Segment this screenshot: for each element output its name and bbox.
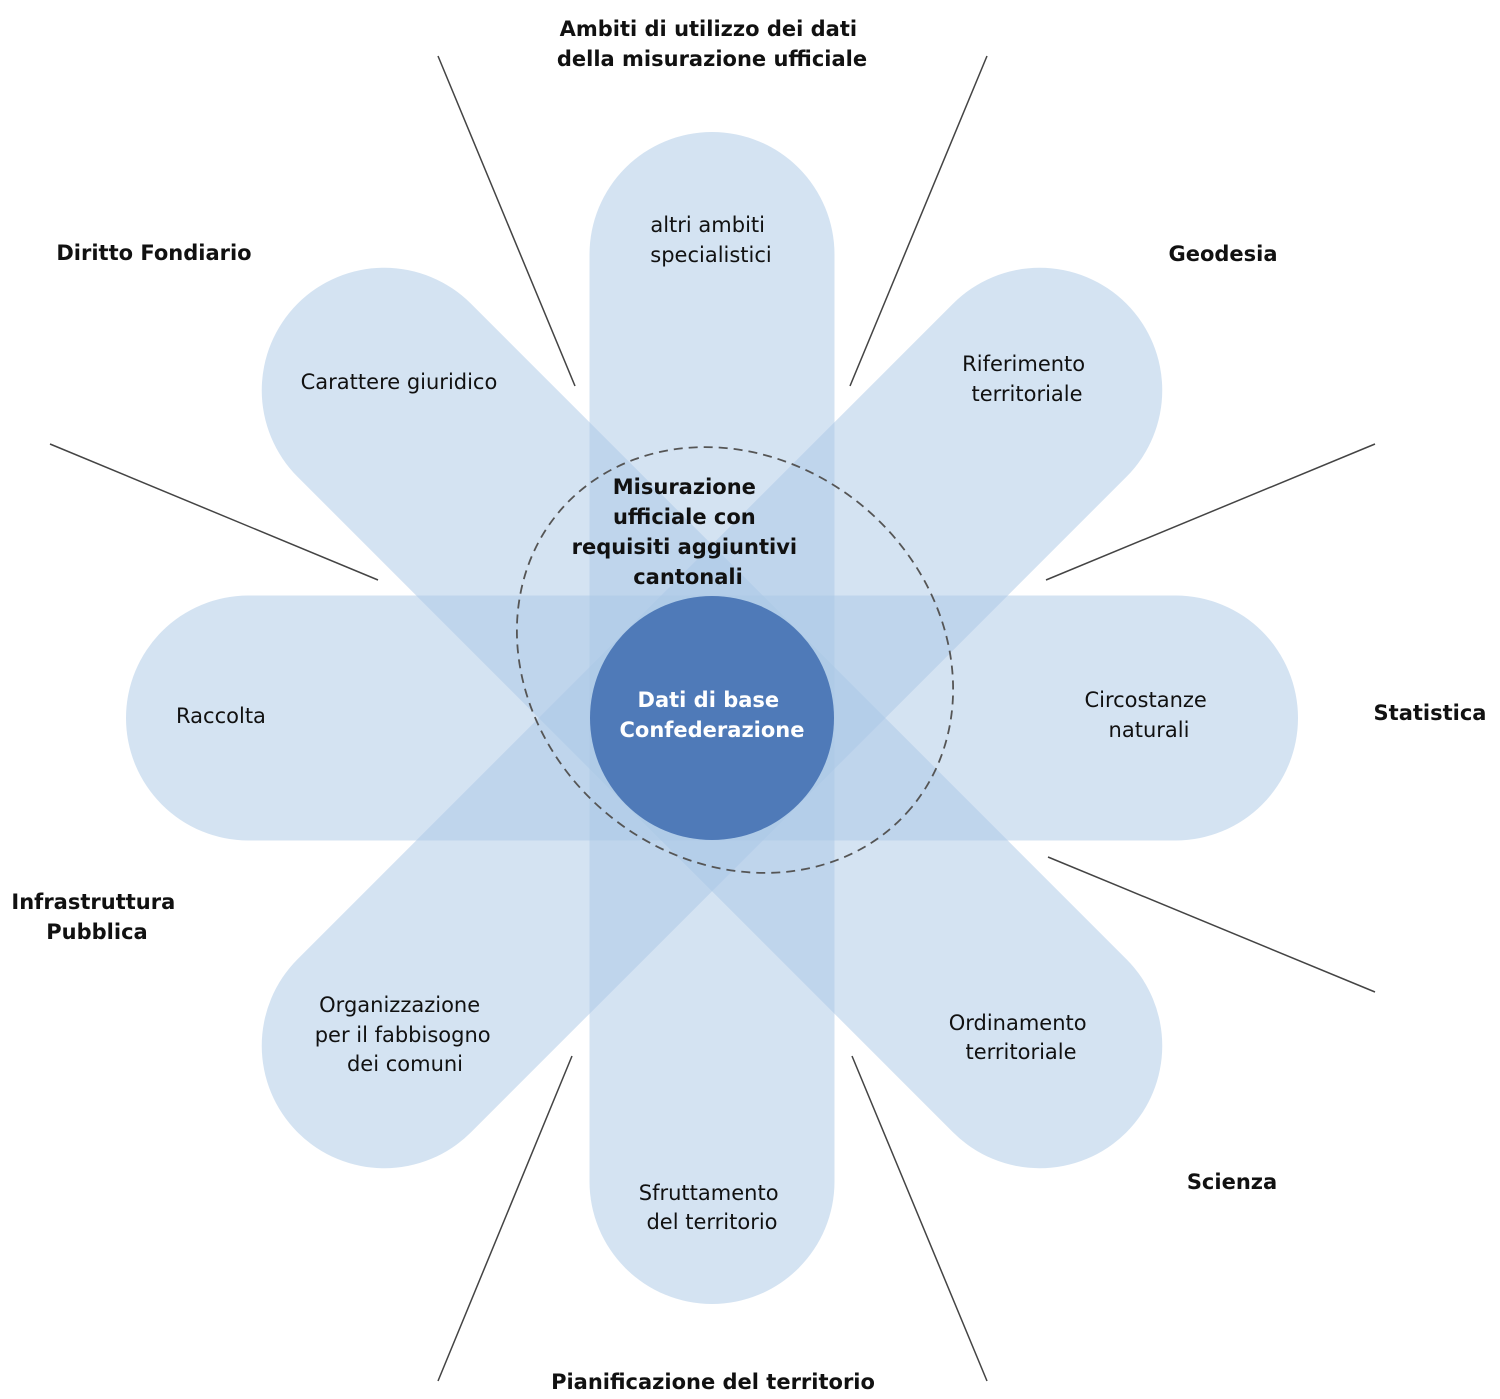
- divider-lines: [49, 55, 1376, 1382]
- domain-label-geodesia: Geodesia: [1168, 242, 1277, 266]
- domain-label-line: Statistica: [1374, 701, 1487, 725]
- petal-label-line: Riferimento: [962, 352, 1085, 376]
- petal-label-line: specialistici: [650, 243, 772, 267]
- domain-label-line: Diritto Fondiario: [56, 241, 251, 265]
- cantonal-label-line: Misurazione: [613, 475, 756, 499]
- core-circle: [590, 596, 834, 840]
- petal-label-line: Organizzazione: [319, 993, 480, 1017]
- core-label-line: Dati di base: [638, 688, 780, 712]
- cantonal-extension-ellipse: [515, 446, 955, 874]
- core-label: Dati di base Confederazione: [619, 688, 804, 742]
- domain-label-line: Scienza: [1187, 1170, 1277, 1194]
- title-line: della misurazione ufficiale: [557, 47, 867, 71]
- petal-label-line: Ordinamento: [949, 1011, 1087, 1035]
- divider-line: [1047, 856, 1376, 993]
- petal-label-line: dei comuni: [347, 1052, 463, 1076]
- domain-label-infrastruttura: Infrastruttura Pubblica: [11, 890, 182, 944]
- domain-label-scienza: Scienza: [1187, 1170, 1277, 1194]
- divider-line: [49, 443, 379, 581]
- cantonal-label-line: requisiti aggiuntivi: [572, 535, 797, 559]
- divider-line: [437, 55, 576, 387]
- domain-label-statistica: Statistica: [1374, 701, 1487, 725]
- petal-label-line: territoriale: [965, 1040, 1076, 1064]
- divider-line: [851, 1055, 988, 1382]
- petal-label-top-left: Carattere giuridico: [301, 370, 498, 394]
- petal-label-line: altri ambiti: [650, 213, 765, 237]
- diagram-title: Ambiti di utilizzo dei dati della misura…: [557, 17, 867, 71]
- petal-label-line: del territorio: [646, 1210, 777, 1234]
- domain-label-line: Pianificazione del territorio: [551, 1370, 875, 1394]
- cantonal-label: Misurazione ufficiale con requisiti aggi…: [572, 475, 805, 589]
- domain-label-line: Infrastruttura: [11, 890, 175, 914]
- petal-label-line: territoriale: [971, 382, 1082, 406]
- petal-label-left: Raccolta: [176, 704, 266, 728]
- petal-label-bottom-left: Organizzazione per il fabbisogno dei com…: [315, 993, 498, 1076]
- petal-label-bottom-right: Ordinamento territoriale: [949, 1011, 1094, 1064]
- domain-label-pianificazione: Pianificazione del territorio: [551, 1370, 875, 1394]
- petal-label-line: Carattere giuridico: [301, 370, 498, 394]
- petal-label-line: Sfruttamento: [639, 1181, 779, 1205]
- cantonal-label-line: ufficiale con: [613, 505, 756, 529]
- divider-line: [1045, 443, 1376, 581]
- divider-line: [849, 55, 988, 387]
- petal-label-bottom: Sfruttamento del territorio: [639, 1181, 785, 1234]
- petal-label-top: altri ambiti specialistici: [650, 213, 772, 267]
- petal-label-line: Circostanze: [1084, 688, 1206, 712]
- domain-label-line: Pubblica: [46, 920, 147, 944]
- core-label-line: Confederazione: [619, 718, 804, 742]
- petal-label-top-right: Riferimento territoriale: [962, 352, 1092, 406]
- petal-label-right: Circostanze naturali: [1084, 688, 1213, 742]
- divider-line: [437, 1055, 573, 1382]
- petal-label-line: naturali: [1109, 718, 1190, 742]
- domain-label-diritto-fondiario: Diritto Fondiario: [56, 241, 251, 265]
- petal-label-line: per il fabbisogno: [315, 1023, 491, 1047]
- domain-label-line: Geodesia: [1168, 242, 1277, 266]
- petal-label-line: Raccolta: [176, 704, 266, 728]
- cantonal-label-line: cantonali: [633, 565, 743, 589]
- title-line: Ambiti di utilizzo dei dati: [560, 17, 857, 41]
